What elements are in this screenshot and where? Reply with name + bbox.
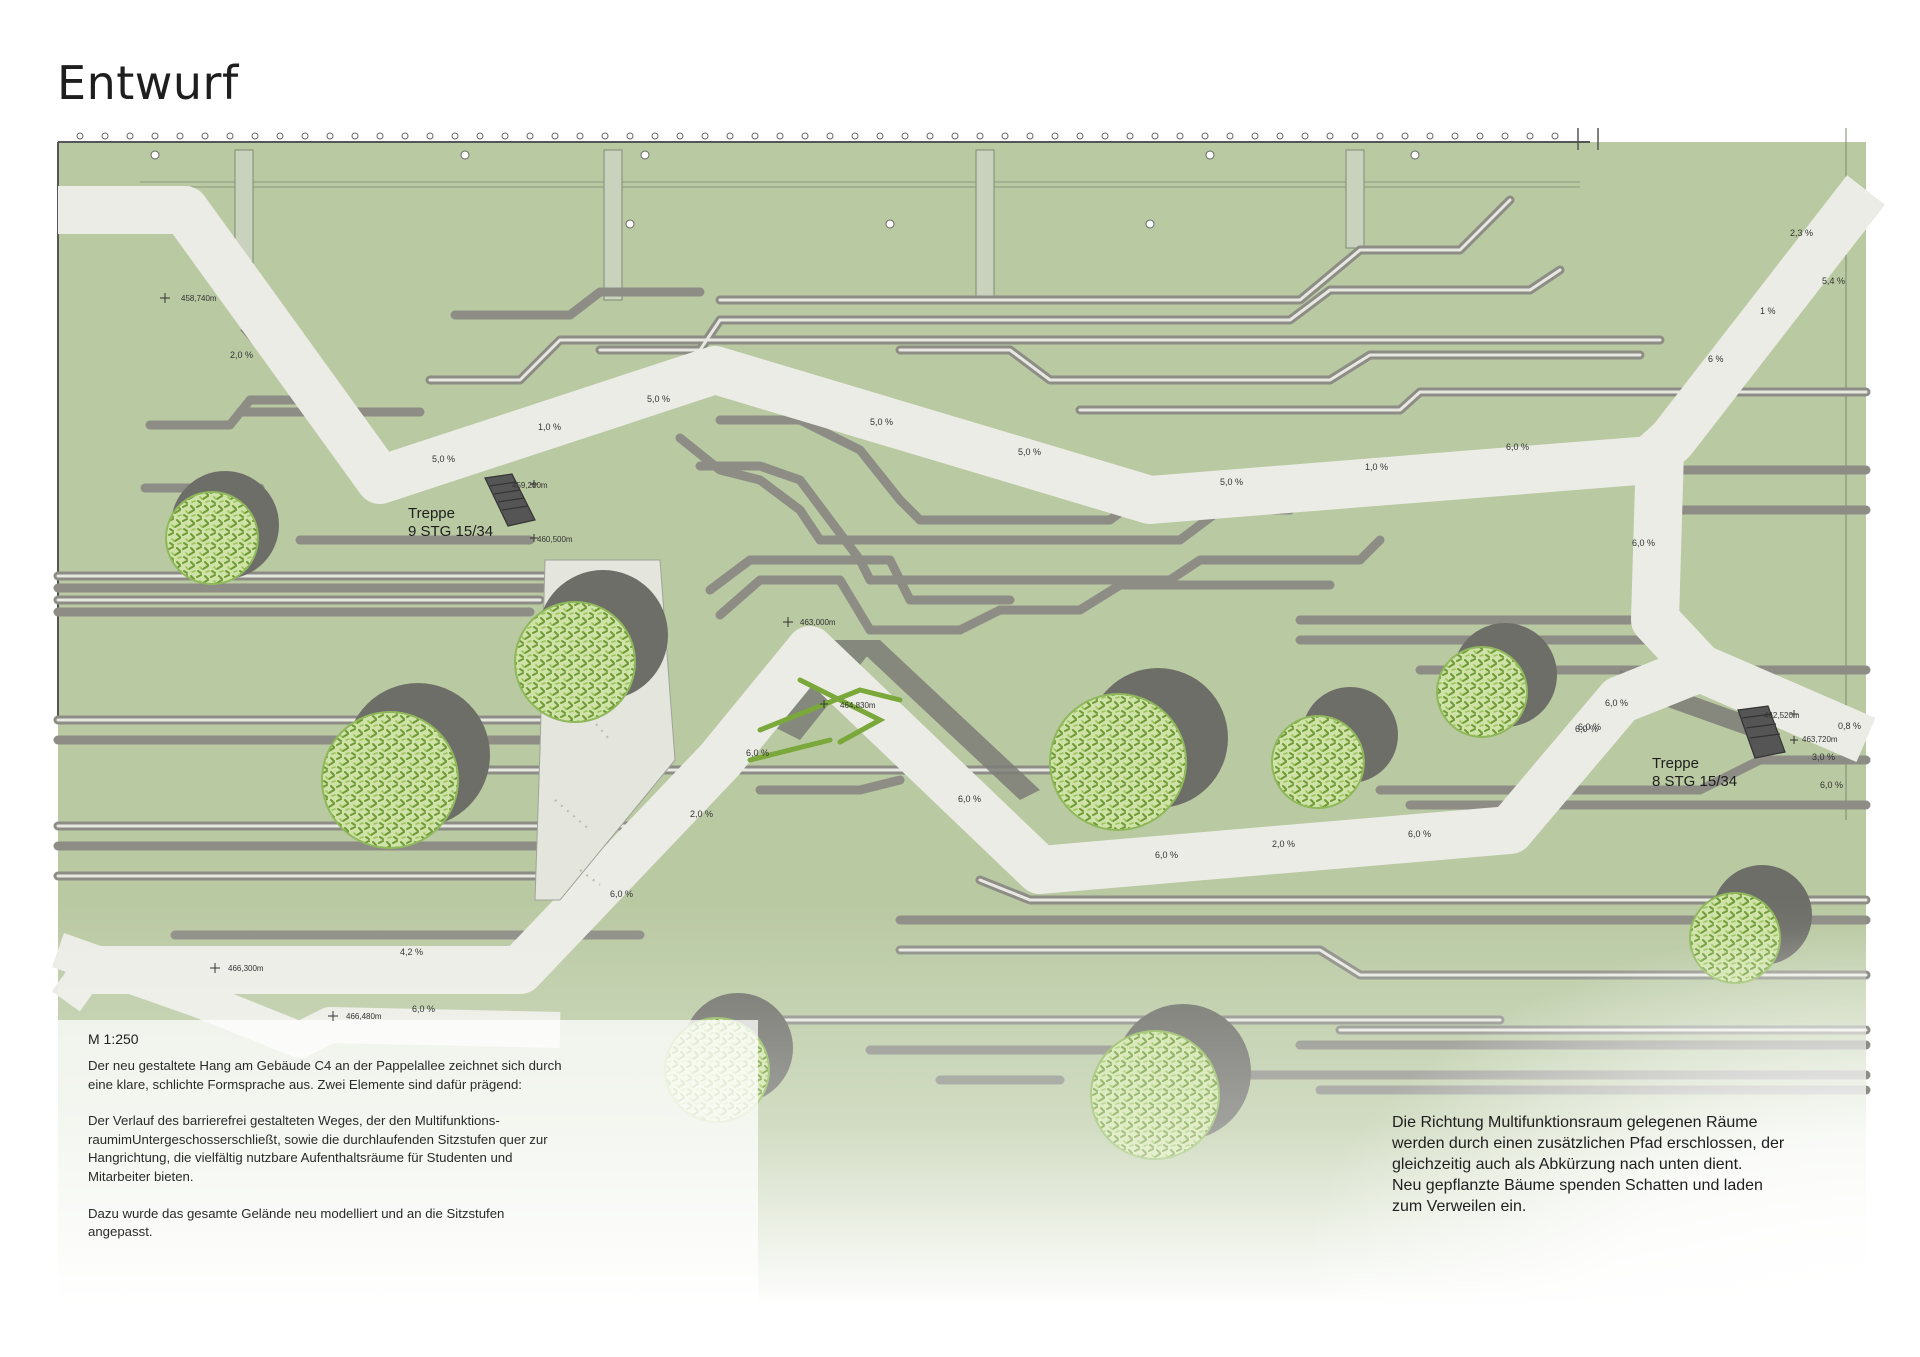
- gradient-label: 6,0 %: [1578, 722, 1601, 732]
- gradient-label: 2,3 %: [1790, 228, 1813, 238]
- fade-overlay-left: [58, 1020, 758, 1307]
- gradient-label: 6,0 %: [1408, 829, 1431, 839]
- gradient-label: 6,0 %: [1506, 442, 1529, 452]
- gradient-label: 6,0 %: [412, 1004, 435, 1014]
- scale-label: M 1:250: [88, 1031, 139, 1047]
- gradient-label: 5,0 %: [870, 417, 893, 427]
- gradient-label: 6 %: [1708, 354, 1724, 364]
- gradient-label: 6,0 %: [1820, 780, 1843, 790]
- gradient-label: 4,2 %: [400, 947, 423, 957]
- gradient-label: 5,0 %: [1220, 477, 1243, 487]
- stairs-upper: [484, 473, 536, 527]
- elevation-label: 466,300m: [228, 964, 264, 973]
- gradient-label: 1 %: [1760, 306, 1776, 316]
- elevation-label: 462,520m: [1764, 711, 1800, 720]
- plant-trellis: [747, 677, 903, 763]
- stair-label-lower-1: Treppe: [1652, 755, 1699, 772]
- gradient-label: 6,0 %: [1575, 724, 1598, 734]
- gradient-label: 5,0 %: [647, 394, 670, 404]
- gradient-label: 6,0 %: [958, 794, 981, 804]
- tree: [514, 601, 636, 723]
- fade-overlay-corner: [1100, 800, 1866, 1307]
- elevation-label: 466,480m: [346, 1012, 382, 1021]
- elevation-label: 463,720m: [1802, 735, 1838, 744]
- stair-label-lower-2: 8 STG 15/34: [1652, 773, 1737, 790]
- gradient-label: 6,0 %: [1605, 698, 1628, 708]
- tree: [321, 711, 459, 849]
- stairs-lower: [1737, 705, 1786, 759]
- tree: [1271, 715, 1365, 809]
- gradient-label: 6,0 %: [746, 748, 769, 758]
- gradient-label: 1,0 %: [1365, 462, 1388, 472]
- description-paragraph: Der Verlauf des barrierefrei gestalteten…: [88, 1113, 548, 1184]
- elevation-markers: [160, 293, 1798, 1021]
- gradient-label: 6,0 %: [610, 889, 633, 899]
- page-title: Entwurf: [57, 56, 239, 110]
- gradient-label: 1,0 %: [538, 422, 561, 432]
- elevation-label: 458,740m: [181, 294, 217, 303]
- description-right: Die Richtung Multifunktionsraum gelegene…: [1392, 1112, 1792, 1217]
- description-paragraph: Die Richtung Multifunktionsraum gelegene…: [1392, 1114, 1785, 1173]
- stair-label-upper-2: 9 STG 15/34: [408, 523, 493, 540]
- gradient-labels: 2,0 % 5,0 % 1,0 % 5,0 % 5,0 % 5,0 % 5,0 …: [230, 228, 1861, 1014]
- gradient-label: 0,8 %: [1838, 721, 1861, 731]
- description-paragraph: Dazu wurde das gesamte Gelände neu model…: [88, 1205, 505, 1240]
- tree: [165, 491, 259, 585]
- description-paragraph: Der neu gestaltete Hang am Gebäude C4 an…: [88, 1058, 562, 1092]
- description-left: Der neu gestaltete Hang am Gebäude C4 an…: [88, 1057, 568, 1260]
- tree: [1436, 646, 1528, 738]
- gradient-label: 3,0 %: [1812, 752, 1835, 762]
- gradient-label: 5,4 %: [1822, 276, 1845, 286]
- elevation-label: 463,000m: [800, 618, 836, 627]
- gradient-label: 2,0 %: [690, 809, 713, 819]
- description-paragraph: Neu gepflanzte Bäume spenden Schatten un…: [1392, 1177, 1763, 1215]
- gradient-label: 6,0 %: [1155, 850, 1178, 860]
- elevation-label: 459,200m: [512, 481, 548, 490]
- gradient-label: 6,0 %: [1632, 538, 1655, 548]
- gradient-label: 5,0 %: [1018, 447, 1041, 457]
- gradient-label: 5,0 %: [432, 454, 455, 464]
- bollard-row: [76, 132, 1559, 229]
- stair-label-upper-1: Treppe: [408, 505, 455, 522]
- elevation-label: 460,500m: [537, 535, 573, 544]
- elevation-label: 464,830m: [840, 701, 876, 710]
- gradient-label: 2,0 %: [230, 350, 253, 360]
- gradient-label: 2,0 %: [1272, 839, 1295, 849]
